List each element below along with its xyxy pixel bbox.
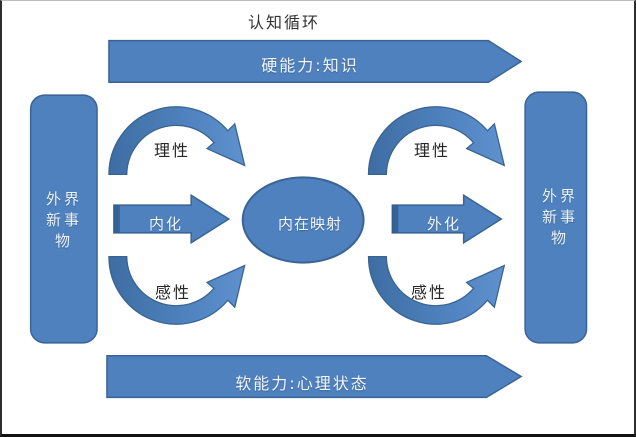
curved-arrow-top-right (367, 106, 505, 176)
curved-arrow-bottom-left (108, 255, 246, 325)
externalize-arrow-bevel (392, 205, 399, 233)
center-ellipse-shape (241, 176, 365, 264)
externalize-arrow-shape (391, 193, 503, 245)
curved-arrow-top-left (108, 106, 246, 176)
left-box-shape (29, 94, 98, 344)
right-box-shape (524, 91, 588, 344)
internalize-arrow-bevel (113, 205, 120, 233)
top-arrow-shape (108, 39, 523, 83)
curved-arrow-bottom-right (367, 255, 505, 325)
bottom-arrow-shape (106, 354, 523, 399)
internalize-arrow-shape (113, 193, 231, 245)
